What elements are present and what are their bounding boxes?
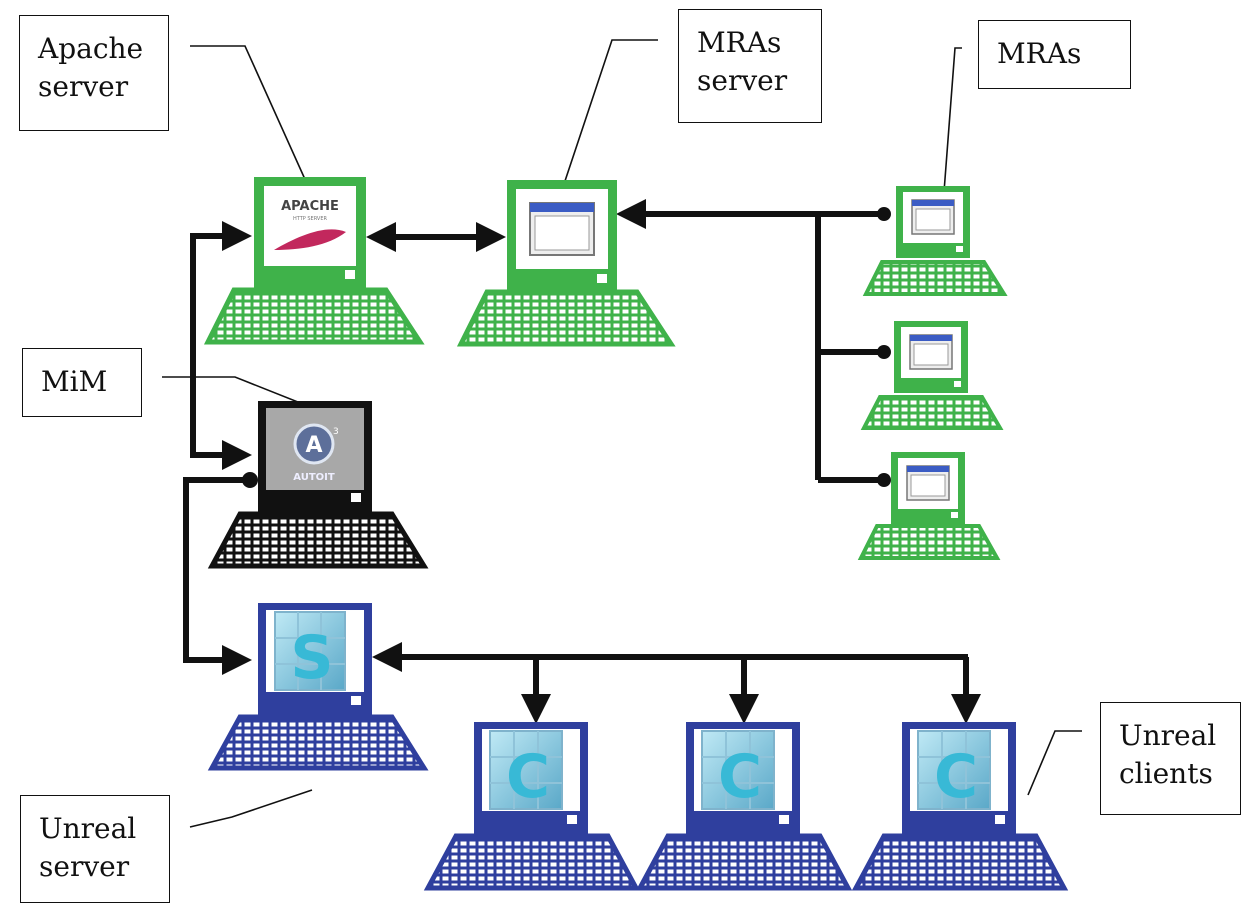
unreal-client-computer-1: C <box>423 722 641 891</box>
apache-server-computer: APACHE HTTP SERVER <box>203 177 425 345</box>
unreal-server-computer: S <box>207 603 429 771</box>
label-leaders <box>162 39 1082 828</box>
mras-server-computer <box>456 180 676 347</box>
autoit-logo-text: AUTOIT <box>293 472 335 483</box>
unreal-server-letter: S <box>290 623 333 693</box>
app-window-icon <box>911 199 955 235</box>
mra-computer-3 <box>857 452 1001 560</box>
mra-computer-2 <box>860 321 1004 430</box>
unreal-cube-icon <box>701 730 775 810</box>
apache-mim-link <box>190 221 252 470</box>
mras-server-label: MRAs server <box>678 9 822 123</box>
unreal-server-label: Unreal server <box>20 795 170 903</box>
unreal-clients-label: Unreal clients <box>1100 702 1241 815</box>
unreal-cube-icon <box>274 611 346 691</box>
mim-computer: A 3 AUTOIT <box>207 401 429 569</box>
connections <box>183 199 981 724</box>
mra-computer-1 <box>862 186 1008 296</box>
unreal-cube-icon <box>917 730 991 810</box>
apache-logo-text: APACHE <box>281 199 339 214</box>
unreal-client-letter: C <box>718 742 762 812</box>
app-window-icon <box>906 465 950 501</box>
app-window-icon <box>529 202 595 256</box>
unreal-client-letter: C <box>506 742 550 812</box>
unreal-client-computer-3: C <box>851 722 1069 891</box>
autoit-logo-icon: A 3 <box>293 423 339 465</box>
bus-endpoints <box>242 207 891 488</box>
apache-server-label: Apache server <box>19 15 169 131</box>
apache-sub-text: HTTP SERVER <box>293 216 327 222</box>
unreal-client-computer-2: C <box>635 722 853 891</box>
unreal-cube-icon <box>489 730 563 810</box>
svg-text:A: A <box>305 433 322 458</box>
app-window-icon <box>909 334 953 370</box>
mim-unreal-link <box>183 477 252 675</box>
unreal-client-letter: C <box>934 742 978 812</box>
svg-text:3: 3 <box>333 427 339 437</box>
mras-label: MRAs <box>978 20 1131 89</box>
apache-feather-icon <box>274 229 346 250</box>
mim-label: MiM <box>22 348 142 417</box>
